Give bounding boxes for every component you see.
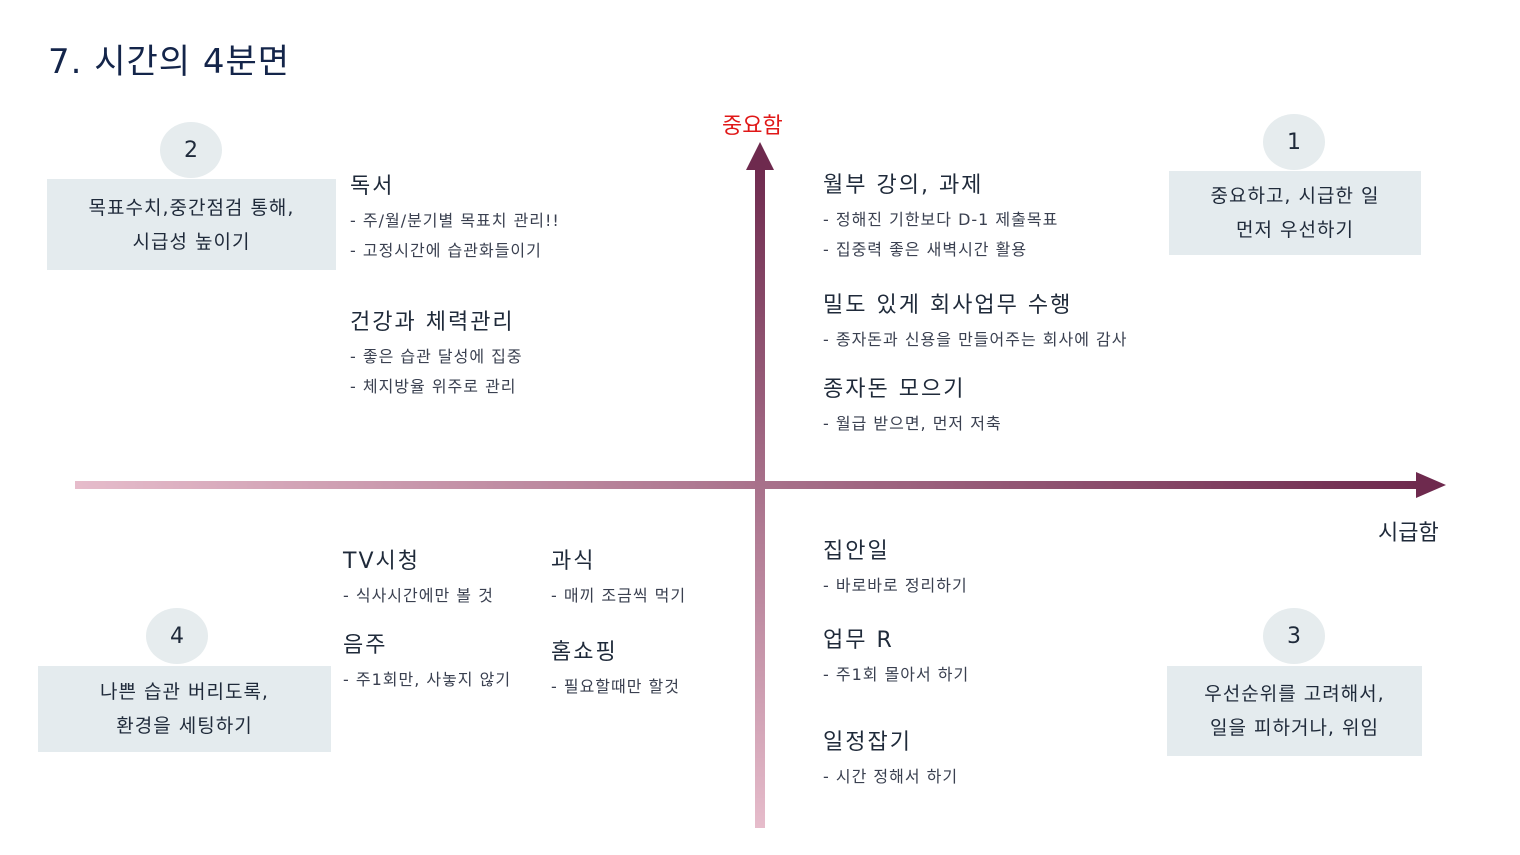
item-heading: 밀도 있게 회사업무 수행 xyxy=(823,293,1073,318)
item-tv: TV시청 - 식사시간에만 볼 것 xyxy=(343,543,494,611)
item-detail: - 필요할때만 할것 xyxy=(551,677,680,696)
item-drinking: 음주 - 주1회만, 사놓지 않기 xyxy=(343,627,511,695)
quadrant-4-box: 나쁜 습관 버리도록, 환경을 세팅하기 xyxy=(38,666,331,752)
item-heading: 음주 xyxy=(343,633,388,658)
item-heading: 독서 xyxy=(350,174,395,199)
item-heading: TV시청 xyxy=(343,549,420,574)
item-work-r: 업무 R - 주1회 몰아서 하기 xyxy=(823,622,969,690)
item-detail: - 고정시간에 습관화들이기 xyxy=(350,241,542,260)
item-detail: - 좋은 습관 달성에 집중 xyxy=(350,347,523,366)
quadrant-4-number: 4 xyxy=(146,608,208,664)
quadrant-1-line-1: 중요하고, 시급한 일 xyxy=(1210,185,1380,207)
item-heading: 업무 R xyxy=(823,628,894,653)
quadrant-3-line-2: 일을 피하거나, 위임 xyxy=(1210,717,1379,739)
item-savings: 종자돈 모으기 - 월급 받으면, 먼저 저축 xyxy=(823,371,1002,439)
quadrant-3-number: 3 xyxy=(1263,608,1325,664)
quadrant-2-line-1: 목표수치,중간점검 통해, xyxy=(88,196,295,219)
item-detail: - 바로바로 정리하기 xyxy=(823,576,968,595)
item-shopping: 홈쇼핑 - 필요할때만 할것 xyxy=(551,634,680,702)
item-detail: - 주/월/분기별 목표치 관리!! xyxy=(350,211,560,230)
item-housework: 집안일 - 바로바로 정리하기 xyxy=(823,533,968,601)
item-heading: 과식 xyxy=(551,549,596,574)
item-heading: 일정잡기 xyxy=(823,730,912,755)
item-detail: - 매끼 조금씩 먹기 xyxy=(551,586,687,605)
item-detail: - 주1회만, 사놓지 않기 xyxy=(343,670,512,689)
item-detail: - 종자돈과 신용을 만들어주는 회사에 감사 xyxy=(823,330,1128,349)
quadrant-3-line-1: 우선순위를 고려해서, xyxy=(1204,683,1385,705)
quadrant-1-number: 1 xyxy=(1263,114,1325,170)
quadrant-1-line-2: 먼저 우선하기 xyxy=(1236,219,1354,241)
item-heading: 건강과 체력관리 xyxy=(350,310,515,335)
y-axis-label: 중요함 xyxy=(722,114,783,139)
item-heading: 집안일 xyxy=(823,539,890,564)
page-title: 7. 시간의 4분면 xyxy=(48,42,291,82)
quadrant-2-line-2: 시급성 높이기 xyxy=(132,230,251,253)
item-detail: - 집중력 좋은 새벽시간 활용 xyxy=(823,240,1028,259)
quadrant-1-box: 중요하고, 시급한 일 먼저 우선하기 xyxy=(1169,171,1421,255)
item-overeat: 과식 - 매끼 조금씩 먹기 xyxy=(551,543,686,611)
item-health: 건강과 체력관리 - 좋은 습관 달성에 집중 - 체지방율 위주로 관리 xyxy=(350,304,523,402)
item-detail: - 주1회 몰아서 하기 xyxy=(823,665,970,684)
item-heading: 월부 강의, 과제 xyxy=(823,173,984,198)
quadrant-2-number: 2 xyxy=(160,122,222,178)
item-lecture: 월부 강의, 과제 - 정해진 기한보다 D-1 제출목표 - 집중력 좋은 새… xyxy=(823,167,1058,265)
y-axis-arrowhead xyxy=(746,142,774,170)
item-detail: - 체지방율 위주로 관리 xyxy=(350,377,517,396)
x-axis-arrowhead xyxy=(1416,472,1446,498)
item-detail: - 시간 정해서 하기 xyxy=(823,767,959,786)
quadrant-4-line-1: 나쁜 습관 버리도록, xyxy=(100,681,269,703)
item-heading: 홈쇼핑 xyxy=(551,640,618,665)
x-axis-label: 시급함 xyxy=(1378,521,1439,546)
item-reading: 독서 - 주/월/분기별 목표치 관리!! - 고정시간에 습관화들이기 xyxy=(350,168,560,266)
y-axis-line xyxy=(755,166,765,828)
item-schedule: 일정잡기 - 시간 정해서 하기 xyxy=(823,724,958,792)
item-detail: - 정해진 기한보다 D-1 제출목표 xyxy=(823,210,1059,229)
quadrant-4-line-2: 환경을 세팅하기 xyxy=(116,715,253,737)
x-axis-line xyxy=(75,481,1420,489)
quadrant-3-box: 우선순위를 고려해서, 일을 피하거나, 위임 xyxy=(1167,666,1422,756)
item-work: 밀도 있게 회사업무 수행 - 종자돈과 신용을 만들어주는 회사에 감사 xyxy=(823,287,1127,355)
item-detail: - 식사시간에만 볼 것 xyxy=(343,586,494,605)
quadrant-2-box: 목표수치,중간점검 통해, 시급성 높이기 xyxy=(47,179,336,270)
item-detail: - 월급 받으면, 먼저 저축 xyxy=(823,414,1002,433)
item-heading: 종자돈 모으기 xyxy=(823,377,966,402)
